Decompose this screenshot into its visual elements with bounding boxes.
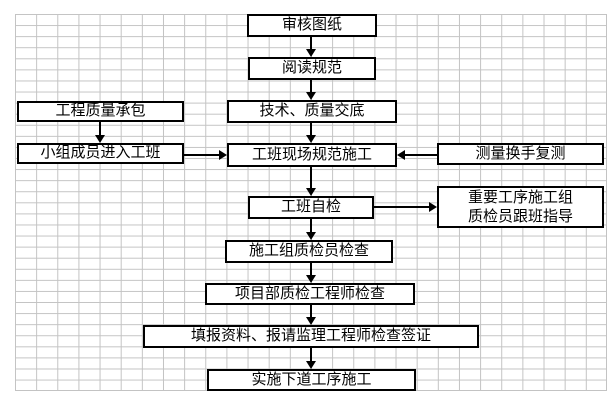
- edge-onsite-to-selfcheck-arrowhead-icon: [306, 188, 316, 196]
- node-crew-onsite-standard-construction: 工班现场规范施工: [227, 143, 397, 167]
- edge-selfcheck-to-crewqc-line: [310, 219, 312, 232]
- node-crew-qc-inspector-check: 施工组质检员检查: [225, 240, 393, 263]
- edge-read-to-disclosure-line: [310, 80, 312, 92]
- edge-selfcheck-to-crewqc-arrowhead-icon: [306, 232, 316, 240]
- edge-crewqc-to-projectqc-line: [310, 263, 312, 275]
- edge-survey-to-onsite-arrowhead-icon: [397, 150, 405, 160]
- node-review-drawings: 审核图纸: [247, 14, 377, 37]
- edge-submit-to-next-arrowhead-icon: [306, 361, 316, 369]
- node-survey-handover-retest: 测量换手复测: [437, 143, 604, 165]
- edge-crewqc-to-projectqc-arrowhead-icon: [306, 275, 316, 283]
- node-project-qc-engineer-check: 项目部质检工程师检查: [205, 283, 415, 305]
- node-quality-contracting: 工程质量承包: [17, 101, 184, 122]
- edge-disclosure-to-onsite-line: [310, 123, 312, 135]
- node-submit-docs-supervisor-sign: 填报资料、报请监理工程师检查签证: [143, 325, 479, 348]
- edge-survey-to-onsite-line: [405, 154, 437, 156]
- edge-review-to-read-arrowhead-icon: [306, 49, 316, 57]
- edge-disclosure-to-onsite-arrowhead-icon: [306, 135, 316, 143]
- node-crew-self-inspection: 工班自检: [248, 196, 374, 219]
- edge-review-to-read-line: [310, 37, 312, 49]
- edge-team-to-onsite-line: [184, 154, 219, 156]
- edge-onsite-to-selfcheck-line: [310, 167, 312, 188]
- edge-projectqc-to-submit-arrowhead-icon: [306, 317, 316, 325]
- node-tech-quality-disclosure: 技术、质量交底: [227, 100, 397, 123]
- node-read-specifications: 阅读规范: [248, 57, 376, 80]
- node-next-process-construction: 实施下道工序施工: [207, 369, 416, 391]
- node-team-members-join-crew: 小组成员进入工班: [17, 143, 184, 164]
- edge-contract-to-team-arrowhead-icon: [95, 135, 105, 143]
- edge-contract-to-team-line: [99, 122, 101, 135]
- edge-projectqc-to-submit-line: [310, 305, 312, 317]
- edge-selfcheck-to-guidance-arrowhead-icon: [429, 202, 437, 212]
- edge-submit-to-next-line: [310, 348, 312, 361]
- node-key-process-inspector-guidance: 重要工序施工组 质检员跟班指导: [437, 186, 604, 228]
- edge-read-to-disclosure-arrowhead-icon: [306, 92, 316, 100]
- edge-selfcheck-to-guidance-line: [374, 206, 429, 208]
- edge-team-to-onsite-arrowhead-icon: [219, 150, 227, 160]
